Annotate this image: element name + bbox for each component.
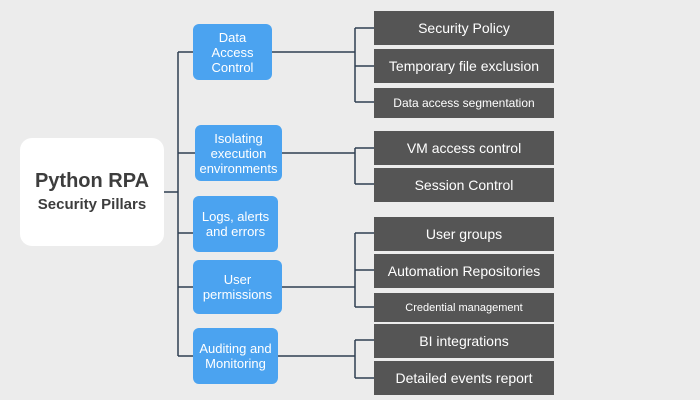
pillar-logs-alerts-errors: Logs, alerts and errors xyxy=(193,196,278,252)
item-data-access-segmentation: Data access segmentation xyxy=(374,88,554,118)
item-session-control: Session Control xyxy=(374,168,554,202)
root-subtitle: Security Pillars xyxy=(37,196,147,213)
item-automation-repositories: Automation Repositories xyxy=(374,254,554,288)
item-vm-access-control: VM access control xyxy=(374,131,554,165)
pillar-user-permissions: User permissions xyxy=(193,260,282,314)
item-detailed-events-report: Detailed events report xyxy=(374,361,554,395)
item-user-groups: User groups xyxy=(374,217,554,251)
root-node: Python RPA Security Pillars xyxy=(20,138,164,246)
item-security-policy: Security Policy xyxy=(374,11,554,45)
pillar-auditing-monitoring: Auditing and Monitoring xyxy=(193,328,278,384)
item-bi-integrations: BI integrations xyxy=(374,324,554,358)
connector-branch-2 xyxy=(282,147,374,185)
connector-branch-5 xyxy=(278,339,374,379)
item-temporary-file-exclusion: Temporary file exclusion xyxy=(374,49,554,83)
pillar-data-access-control: Data Access Control xyxy=(193,24,272,80)
root-title: Python RPA xyxy=(34,170,150,192)
connector-branch-4 xyxy=(282,232,374,308)
pillar-isolating-execution-environments: Isolating execution environments xyxy=(195,125,282,181)
item-credential-management: Credential management xyxy=(374,293,554,322)
connector-branch-1 xyxy=(272,27,374,103)
